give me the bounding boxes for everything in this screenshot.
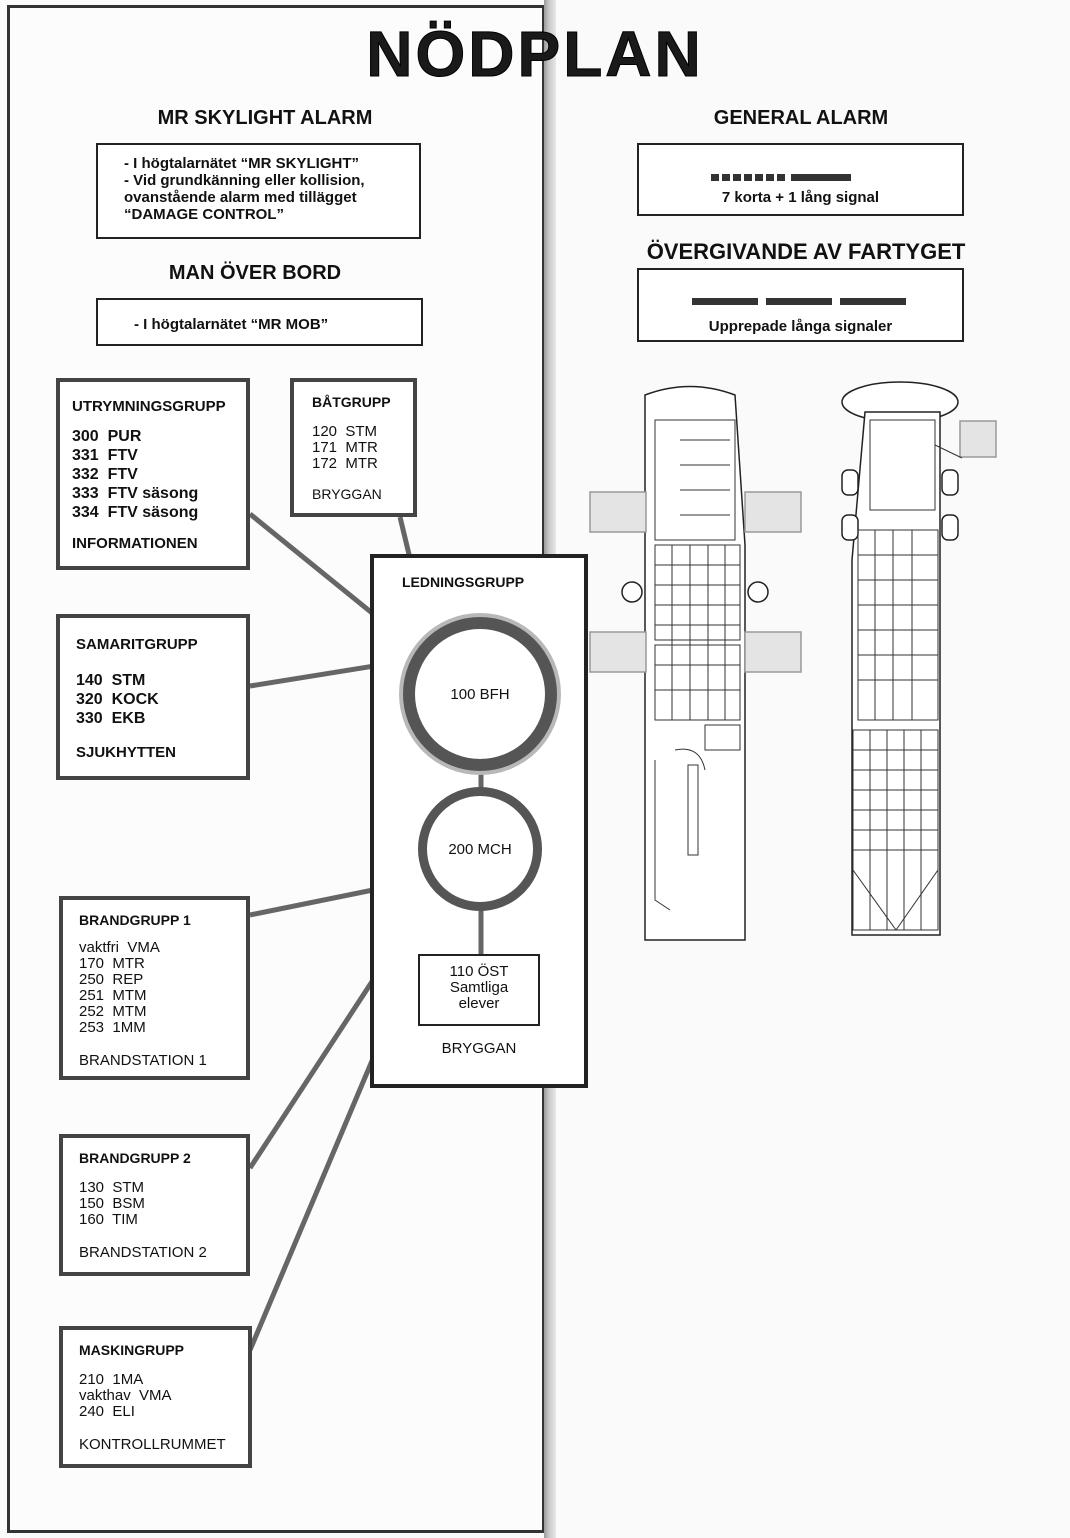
ship-plan-left xyxy=(590,387,801,941)
ship-plan-right xyxy=(842,382,996,935)
